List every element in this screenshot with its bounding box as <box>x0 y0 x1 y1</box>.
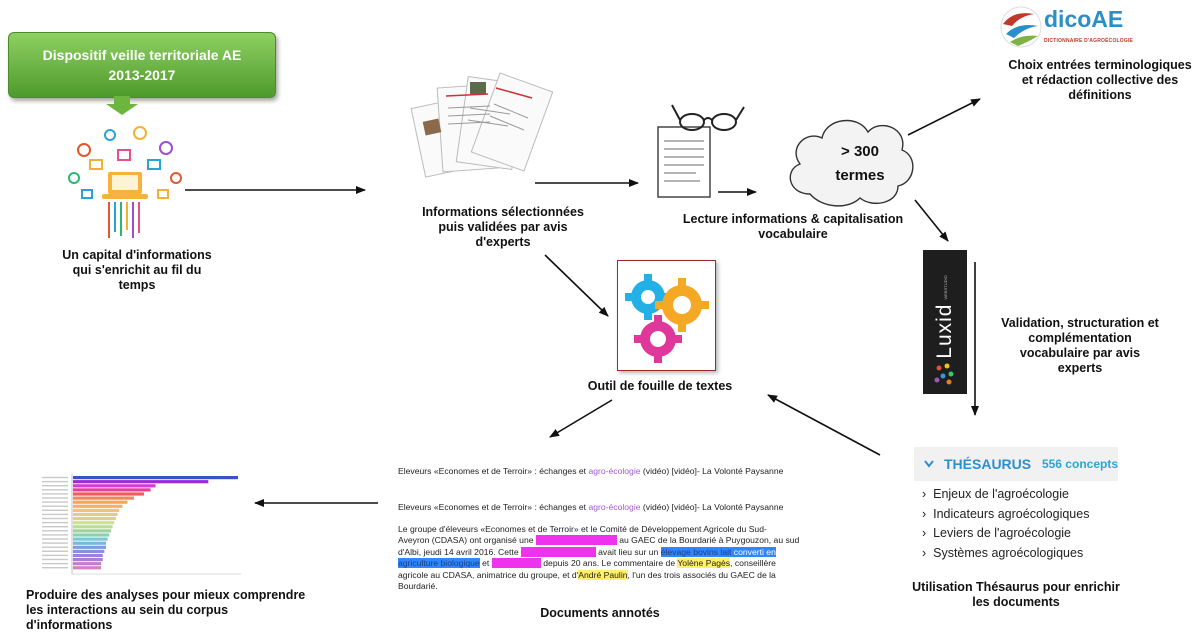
chart-bar <box>73 541 106 545</box>
chart-bar <box>73 549 105 553</box>
chart-tick-label <box>42 505 68 507</box>
doc-title-line-1: Eleveurs «Economes et de Terroir» : écha… <box>398 466 784 476</box>
chart-tick-label <box>42 542 68 544</box>
chart-bar <box>73 476 238 480</box>
arrow-outil-to-docs <box>549 399 613 438</box>
chart-bar <box>73 488 151 492</box>
chart-bar <box>73 508 120 512</box>
dicoae-logo-name: dicoAE <box>1044 6 1124 32</box>
chart-tick-label <box>42 485 68 487</box>
arrow-cloud-to-luxid <box>914 199 949 242</box>
chart-tick-label <box>42 521 68 524</box>
chevron-right-icon: › <box>922 506 934 521</box>
chart-bar <box>73 562 102 566</box>
luxid-logo-box: Luxid WEBSTUDIO <box>923 250 967 394</box>
chart-bar <box>73 512 118 517</box>
chart-bar <box>73 504 123 508</box>
chart-bar <box>73 492 144 496</box>
chart-bar <box>73 525 113 529</box>
terms-cloud-shape <box>789 119 914 207</box>
dicoae-logo-subtitle: DICTIONNAIRE D'AGROÉCOLOGIE <box>1044 38 1134 44</box>
chart-bar <box>73 558 103 562</box>
caption-produire: Produire des analyses pour mieux compren… <box>26 588 306 632</box>
chevron-right-icon: › <box>922 545 934 560</box>
chart-tick-label <box>42 538 68 540</box>
chart-tick-label <box>42 554 68 557</box>
thesaurus-title: THÉSAURUS <box>944 456 1032 472</box>
chart-tick-label <box>42 558 68 561</box>
chart-tick-label <box>42 476 68 479</box>
arrow-thesaurus-to-outil <box>767 394 881 456</box>
chart-bar <box>73 521 115 525</box>
annotated-document-body: Le groupe d'éleveurs «Economes et de Ter… <box>398 524 800 592</box>
chart-tick-label <box>42 497 68 499</box>
chart-tick-label <box>42 562 68 565</box>
thesaurus-header[interactable]: THÉSAURUS 556 concepts <box>914 447 1118 481</box>
thesaurus-count: 556 concepts <box>1041 457 1118 471</box>
chevron-right-icon: › <box>922 487 934 501</box>
chart-tick-label <box>42 526 68 528</box>
selected-documents-icon <box>410 72 554 178</box>
text-mining-tool-box <box>617 260 716 371</box>
chart-bar <box>73 553 103 558</box>
tech-cloud-icon <box>68 126 182 238</box>
green-down-arrow-icon <box>106 96 138 115</box>
arrow-info-to-outil <box>544 254 609 317</box>
luxid-sub: WEBSTUDIO <box>942 275 948 300</box>
chart-tick-label <box>42 493 68 495</box>
chart-bar <box>73 484 156 488</box>
chart-tick-label <box>42 567 68 569</box>
chart-tick-label <box>42 517 68 520</box>
caption-outil: Outil de fouille de textes <box>587 379 733 393</box>
luxid-dots-icon <box>934 363 954 385</box>
chart-bar <box>73 517 116 521</box>
chart-tick-label <box>42 530 68 532</box>
chart-tick-label <box>42 509 68 511</box>
chart-tick-label <box>42 489 68 491</box>
chart-bar <box>73 500 128 504</box>
chevron-right-icon: › <box>922 526 934 540</box>
chart-tick-label <box>42 550 68 552</box>
chart-bar <box>73 533 110 537</box>
thesaurus-item[interactable]: › Enjeux de l'agroécologie <box>922 487 1069 501</box>
chart-bar <box>73 480 209 484</box>
chart-tick-label <box>42 501 68 503</box>
caption-documents: Documents annotés <box>540 606 660 620</box>
chart-bar <box>73 566 102 570</box>
chart-bar <box>73 545 106 549</box>
chevron-down-icon <box>924 460 934 468</box>
arrow-cloud-to-choix <box>907 98 981 136</box>
chart-tick-label <box>42 480 68 483</box>
reading-glasses-document-icon <box>657 104 745 198</box>
thesaurus-item[interactable]: › Indicateurs agroécologiques <box>922 506 1090 521</box>
dicoae-logo-icon <box>1000 6 1042 48</box>
header-box: Dispositif veille territoriale AE 2013-2… <box>8 32 276 98</box>
chart-bar <box>73 537 108 541</box>
doc-title-line-2: Eleveurs «Economes et de Terroir» : écha… <box>398 502 784 512</box>
chart-tick-label <box>42 513 68 516</box>
chart-tick-label <box>42 546 68 548</box>
analysis-bar-chart <box>42 474 241 575</box>
header-title-line2: 2013-2017 <box>108 67 176 83</box>
chart-tick-label <box>42 534 68 536</box>
thesaurus-item[interactable]: › Systèmes agroécologiques <box>922 545 1084 560</box>
thesaurus-panel: THÉSAURUS 556 concepts › Enjeux de l'agr… <box>914 447 1118 569</box>
chart-bar <box>73 496 135 500</box>
luxid-name: Luxid <box>933 303 956 359</box>
gears-icon <box>625 274 709 363</box>
header-title-line1: Dispositif veille territoriale AE <box>42 47 242 63</box>
thesaurus-item[interactable]: › Leviers de l'agroécologie <box>922 526 1071 540</box>
chart-bar <box>73 529 111 533</box>
